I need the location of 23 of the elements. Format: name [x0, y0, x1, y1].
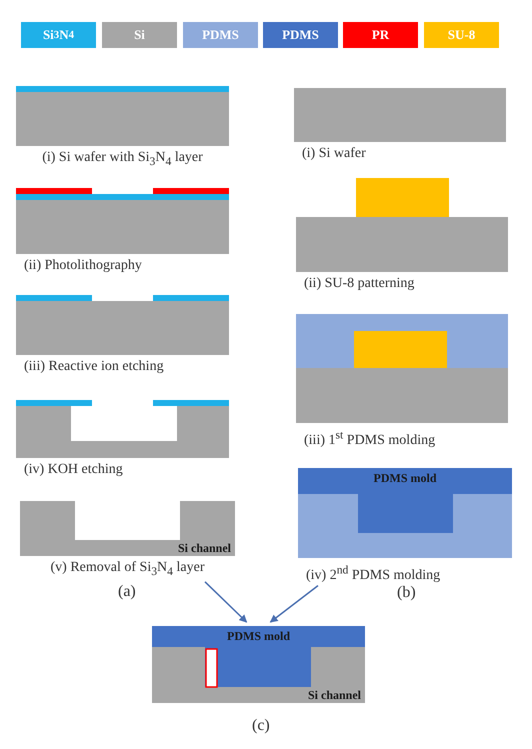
legend-key: Si	[102, 22, 177, 48]
step-caption: (iii) Reactive ion etching	[24, 359, 164, 374]
step-caption: (iv) KOH etching	[24, 462, 123, 477]
arrow	[204, 581, 248, 623]
legend-key: PR	[343, 22, 418, 48]
arrow	[270, 585, 318, 623]
legend-key: PDMS	[183, 22, 258, 48]
layer-label: PDMS mold	[227, 629, 290, 643]
legend-key: SU-8	[424, 22, 499, 48]
layer-label: Si channel	[308, 688, 361, 702]
panel-label: (c)	[252, 718, 270, 734]
layer-label: PDMS mold	[374, 471, 436, 485]
step-caption: (ii) SU-8 patterning	[304, 276, 414, 291]
step-caption: (iv) 2$^{nd}$ PDMS molding	[306, 568, 440, 583]
layer-label: Si channel	[178, 541, 231, 555]
step-caption: (i) Si wafer	[302, 146, 366, 161]
step-caption: (v) Removal of Si$_{3}$N$_{4}$ layer	[50, 560, 204, 575]
step-caption: (iii) 1$^{st}$ PDMS molding	[304, 432, 436, 448]
legend-key: PDMS	[263, 22, 338, 48]
panel-label: (b)	[397, 585, 416, 601]
step-caption: (ii) Photolithography	[24, 258, 142, 273]
panel-label: (a)	[118, 584, 136, 600]
step-caption: (i) Si wafer with Si$_{3}$N$_{4}$ layer	[42, 150, 203, 165]
